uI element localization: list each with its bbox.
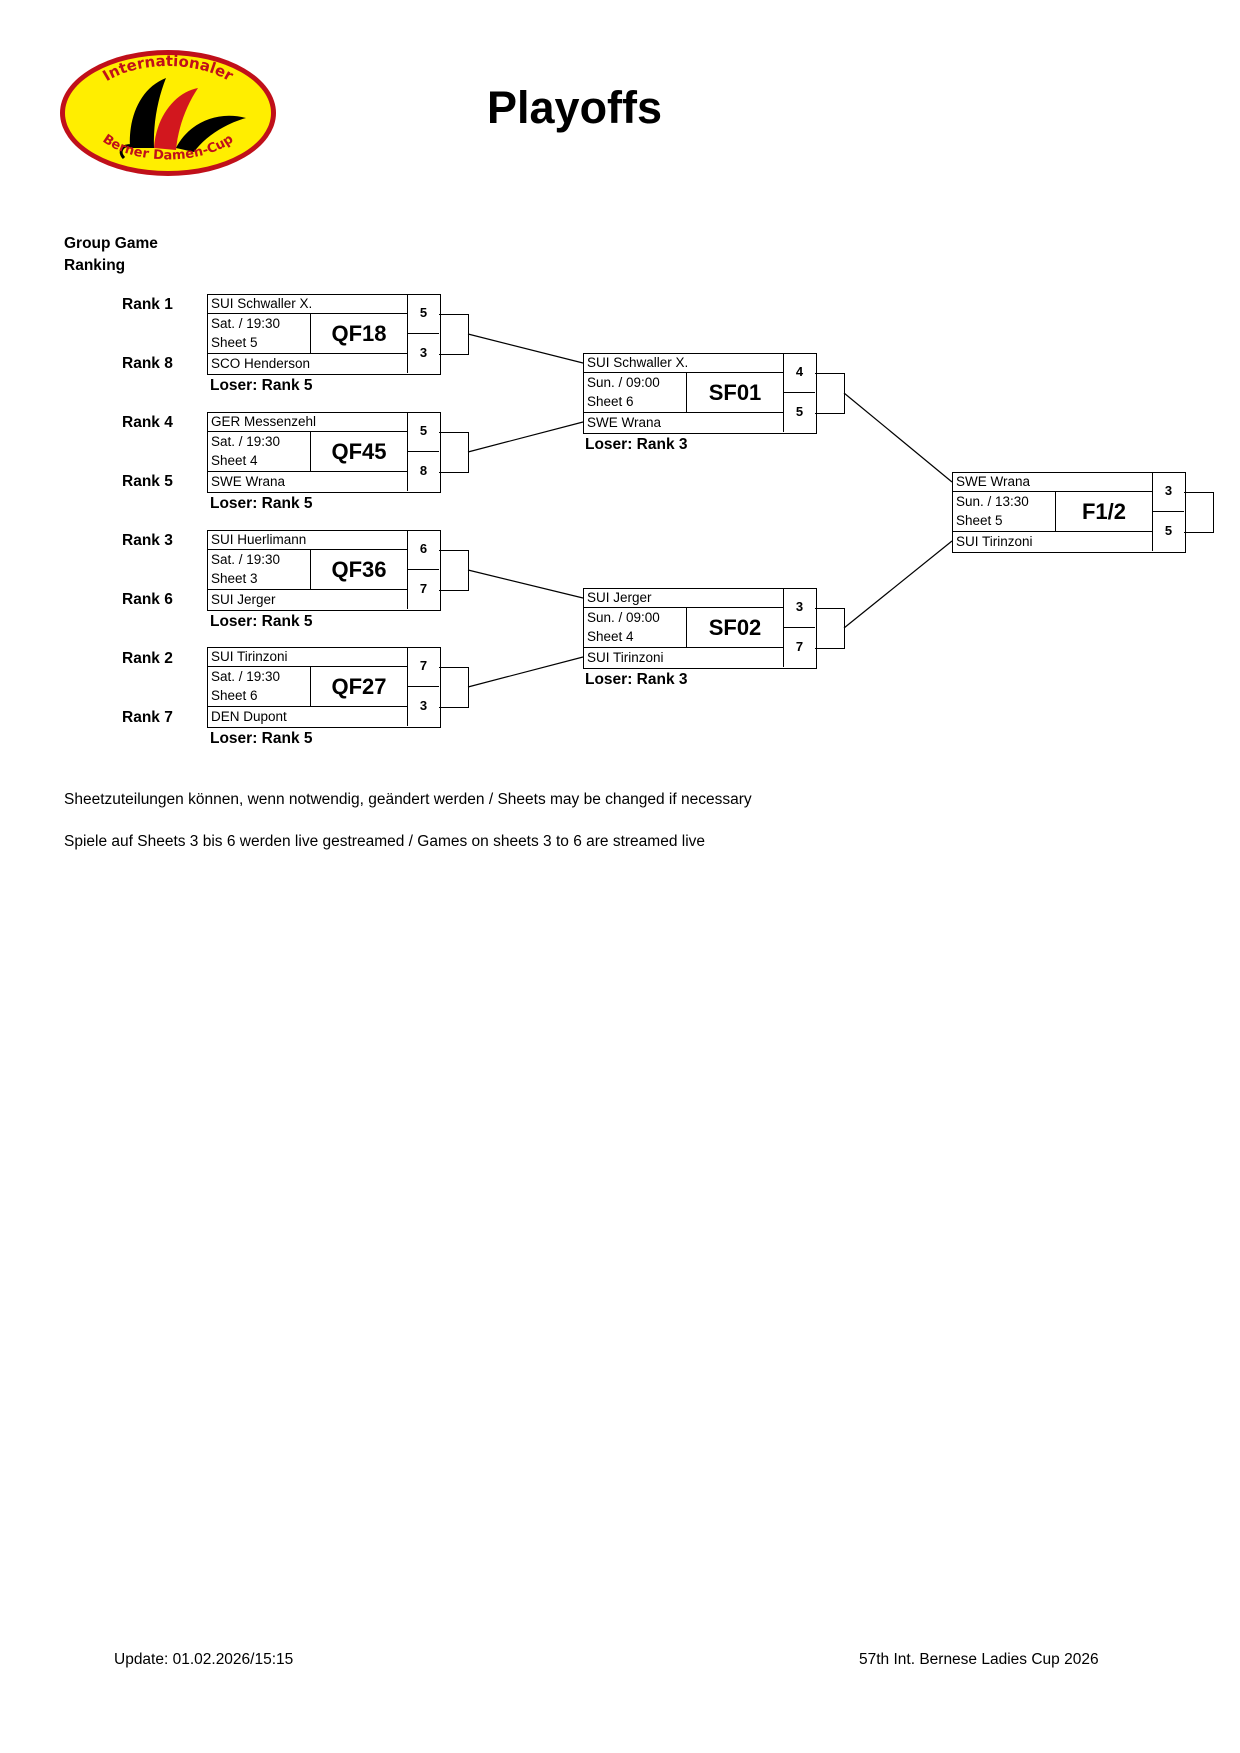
team-top: GER Messenzehl: [211, 414, 317, 429]
connector-qf27-sf02: [467, 656, 584, 688]
score-top: 3: [795, 599, 804, 614]
score-top: 7: [419, 658, 428, 673]
score-bottom: 8: [419, 463, 428, 478]
team-bottom: DEN Dupont: [211, 709, 287, 724]
connector-sf02-final: [843, 540, 953, 629]
team-bottom: SWE Wrana: [587, 415, 662, 430]
winner-box: [1184, 492, 1214, 533]
match-day-time: Sat. / 19:30: [211, 434, 281, 449]
score-top: 5: [419, 305, 428, 320]
rank-label: Rank 2: [122, 650, 173, 667]
loser-note: Loser: Rank 5: [210, 730, 313, 747]
rank-label: Rank 5: [122, 473, 173, 490]
rank-label: Rank 8: [122, 355, 173, 372]
match-qf36: SUI Huerlimann Sat. / 19:30 Sheet 3 QF36…: [207, 530, 469, 611]
page-title: Playoffs: [487, 82, 663, 133]
loser-note: Loser: Rank 5: [210, 613, 313, 630]
team-top: SUI Schwaller X.: [587, 355, 689, 370]
match-final: SWE Wrana Sun. / 13:30 Sheet 5 F1/2 SUI …: [952, 472, 1214, 553]
connector-qf45-sf01: [467, 421, 584, 453]
team-bottom: SUI Tirinzoni: [587, 650, 664, 665]
team-bottom: SUI Tirinzoni: [956, 534, 1033, 549]
score-top: 3: [1164, 483, 1173, 498]
team-top: SUI Huerlimann: [211, 532, 307, 547]
score-bottom: 3: [419, 698, 428, 713]
match-day-time: Sun. / 09:00: [587, 610, 660, 625]
connector-qf18-sf01: [467, 333, 584, 364]
rank-label: Rank 6: [122, 591, 173, 608]
ranking-heading-line2: Ranking: [64, 257, 126, 274]
score-bottom: 3: [419, 345, 428, 360]
match-sheet: Sheet 4: [211, 453, 258, 468]
match-code: QF18: [331, 321, 387, 346]
loser-note: Loser: Rank 5: [210, 495, 313, 512]
match-qf27: SUI Tirinzoni Sat. / 19:30 Sheet 6 QF27 …: [207, 647, 469, 728]
team-top: SUI Tirinzoni: [211, 649, 288, 664]
loser-note: Loser: Rank 5: [210, 377, 313, 394]
loser-note: Loser: Rank 3: [585, 671, 688, 688]
match-code: QF36: [331, 557, 387, 582]
loser-note: Loser: Rank 3: [585, 436, 688, 453]
winner-box: [439, 667, 469, 708]
rank-label: Rank 4: [122, 414, 173, 431]
team-top: SUI Jerger: [587, 590, 652, 605]
match-code: SF02: [708, 615, 762, 640]
match-day-time: Sat. / 19:30: [211, 552, 281, 567]
footer-update: Update: 01.02.2026/15:15: [114, 1651, 294, 1668]
match-sheet: Sheet 4: [587, 629, 634, 644]
match-sheet: Sheet 5: [956, 513, 1003, 528]
match-day-time: Sat. / 19:30: [211, 316, 281, 331]
connector-sf01-final: [843, 392, 953, 483]
match-sf01: SUI Schwaller X. Sun. / 09:00 Sheet 6 SF…: [583, 353, 845, 434]
match-qf45: GER Messenzehl Sat. / 19:30 Sheet 4 QF45…: [207, 412, 469, 493]
winner-box: [439, 550, 469, 591]
match-sheet: Sheet 6: [211, 688, 258, 703]
ranking-heading: Group Game Ranking: [64, 233, 158, 277]
match-sf02: SUI Jerger Sun. / 09:00 Sheet 4 SF02 SUI…: [583, 588, 845, 669]
match-day-time: Sun. / 13:30: [956, 494, 1029, 509]
match-code: QF45: [331, 439, 387, 464]
match-qf18: SUI Schwaller X. Sat. / 19:30 Sheet 5 QF…: [207, 294, 469, 375]
score-top: 5: [419, 423, 428, 438]
score-top: 4: [795, 364, 804, 379]
rank-label: Rank 3: [122, 532, 173, 549]
match-sheet: Sheet 5: [211, 335, 258, 350]
winner-box: [439, 432, 469, 473]
winner-box: [815, 373, 845, 414]
note-sheets-change: Sheetzuteilungen können, wenn notwendig,…: [64, 791, 752, 808]
score-bottom: 7: [795, 639, 804, 654]
match-code: QF27: [331, 674, 387, 699]
footer-event: 57th Int. Bernese Ladies Cup 2026: [859, 1651, 1099, 1668]
match-code: SF01: [708, 380, 762, 405]
team-bottom: SCO Henderson: [211, 356, 311, 371]
rank-label: Rank 7: [122, 709, 173, 726]
team-top: SUI Schwaller X.: [211, 296, 313, 311]
match-sheet: Sheet 3: [211, 571, 258, 586]
team-bottom: SUI Jerger: [211, 592, 276, 607]
score-bottom: 5: [795, 404, 804, 419]
match-day-time: Sun. / 09:00: [587, 375, 660, 390]
winner-box: [815, 608, 845, 649]
connector-qf36-sf02: [467, 569, 584, 599]
tournament-logo: Internationaler Berner Damen-Cup: [60, 50, 276, 176]
match-code: F1/2: [1081, 499, 1127, 524]
note-streaming: Spiele auf Sheets 3 bis 6 werden live ge…: [64, 833, 706, 850]
ranking-heading-line1: Group Game: [64, 235, 158, 252]
score-bottom: 5: [1164, 523, 1173, 538]
team-bottom: SWE Wrana: [211, 474, 286, 489]
match-sheet: Sheet 6: [587, 394, 634, 409]
rank-label: Rank 1: [122, 296, 173, 313]
team-top: SWE Wrana: [956, 474, 1031, 489]
score-bottom: 7: [419, 581, 428, 596]
match-day-time: Sat. / 19:30: [211, 669, 281, 684]
winner-box: [439, 314, 469, 355]
score-top: 6: [419, 541, 428, 556]
